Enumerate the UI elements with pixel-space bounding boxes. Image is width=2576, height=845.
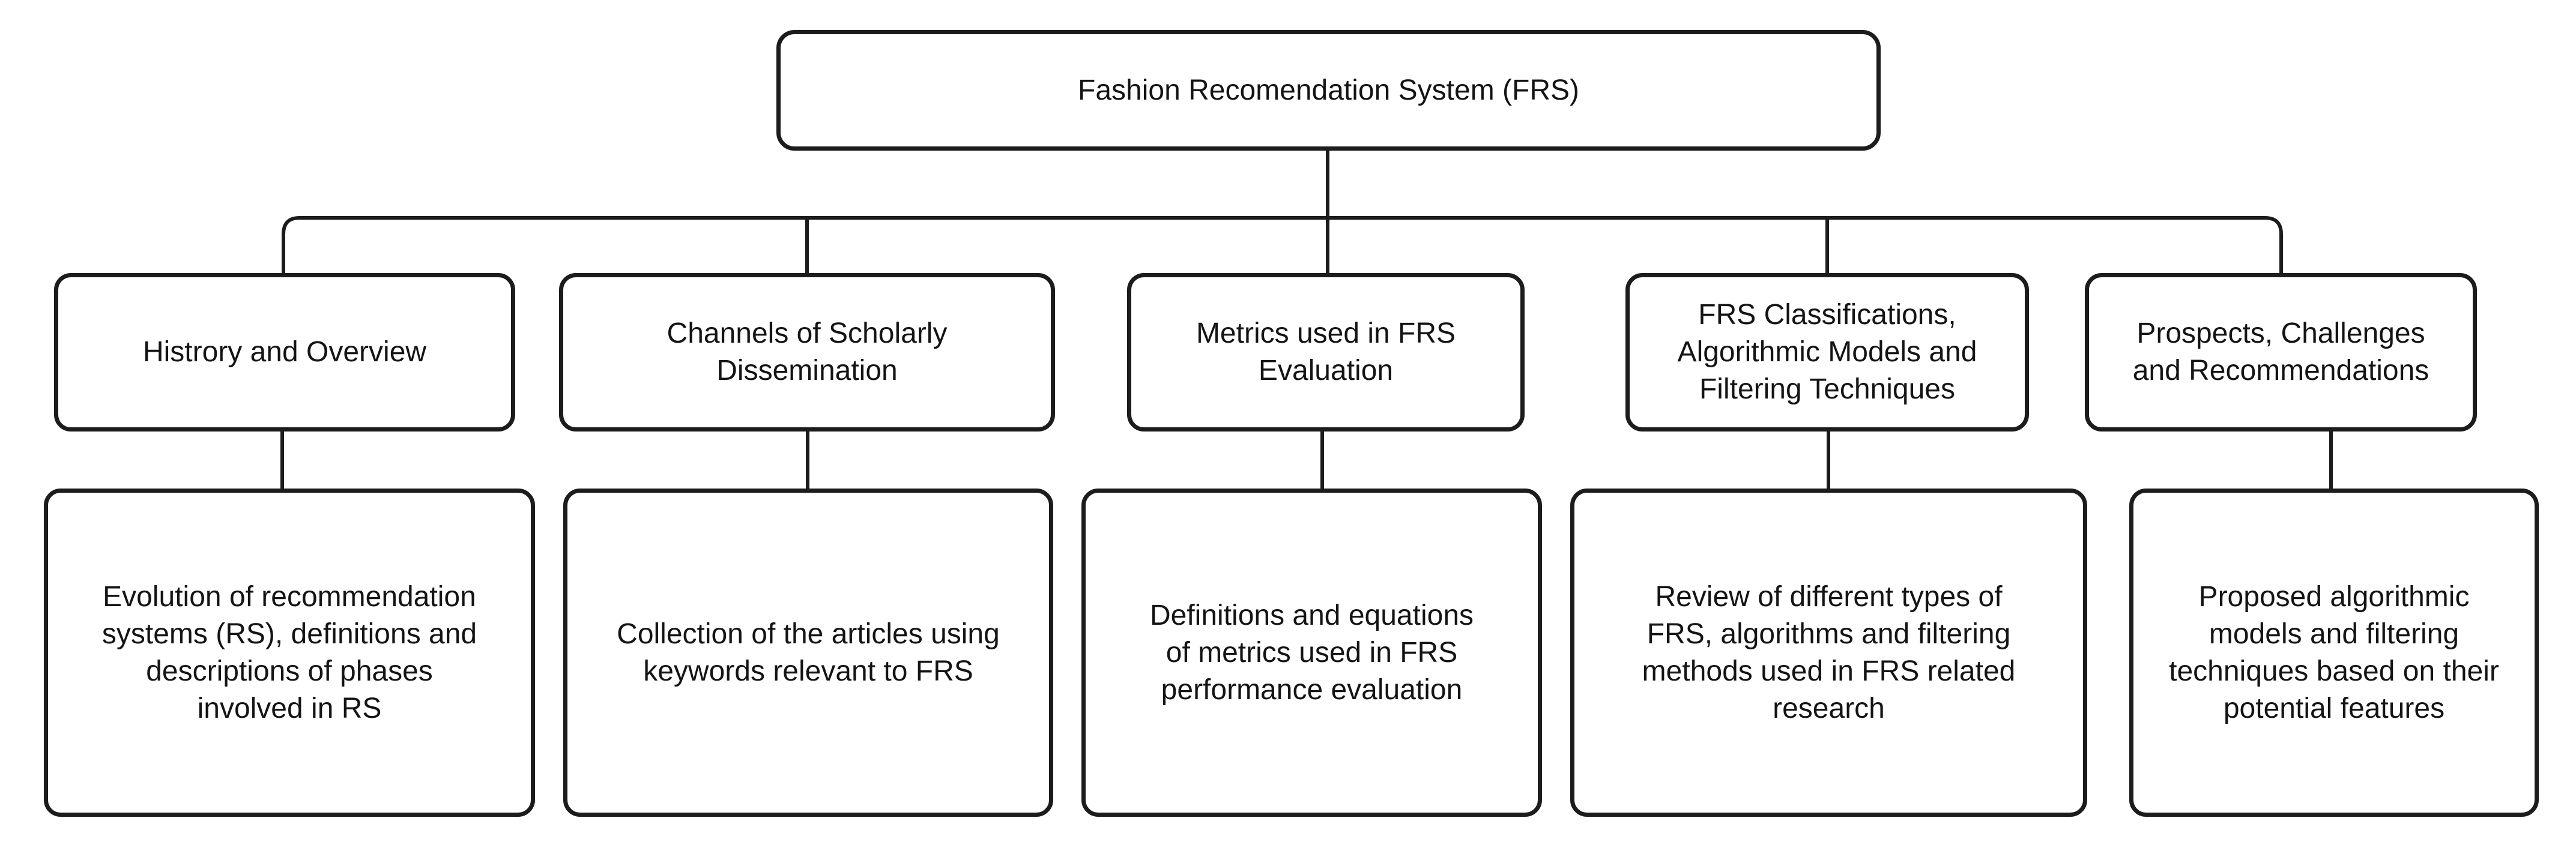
category-node-history: Histrory and Overview [54,273,515,432]
description-text: Evolution of recommendation systems (RS)… [101,580,477,724]
category-label: Metrics used in FRS Evaluation [1196,317,1456,386]
description-text: Proposed algorithmic models and filterin… [2169,580,2499,724]
category-node-channels: Channels of Scholarly Dissemination [559,273,1055,432]
description-node-history: Evolution of recommendation systems (RS)… [44,489,535,817]
connector-rail [282,216,2283,277]
category-label: Channels of Scholarly Dissemination [667,317,948,386]
category-node-classifications: FRS Classifications, Algorithmic Models … [1625,273,2029,432]
category-node-prospects: Prospects, Challenges and Recommendation… [2085,273,2477,432]
description-text: Review of different types of FRS, algori… [1642,580,2016,724]
category-node-metrics: Metrics used in FRS Evaluation [1127,273,1525,432]
category-label: Histrory and Overview [142,336,427,368]
description-text: Definitions and equations of metrics use… [1149,599,1474,706]
root-node: Fashion Recomendation System (FRS) [776,30,1881,151]
description-node-classifications: Review of different types of FRS, algori… [1570,489,2087,817]
root-node-label: Fashion Recomendation System (FRS) [1078,74,1579,106]
description-text: Collection of the articles using keyword… [617,618,1000,687]
description-node-metrics: Definitions and equations of metrics use… [1081,489,1542,817]
category-label: Prospects, Challenges and Recommendation… [2132,317,2429,386]
description-node-channels: Collection of the articles using keyword… [563,489,1053,817]
description-node-prospects: Proposed algorithmic models and filterin… [2129,489,2539,817]
category-label: FRS Classifications, Algorithmic Models … [1677,299,1977,405]
